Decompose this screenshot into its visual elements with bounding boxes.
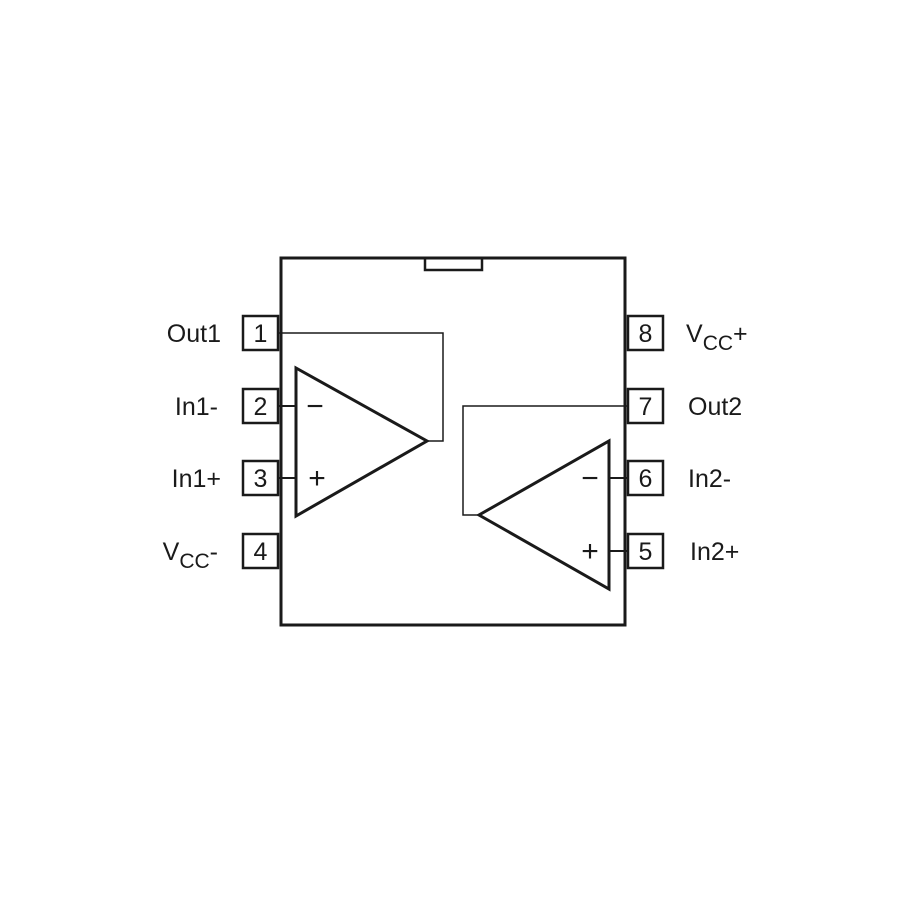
pin-5-number: 5 — [639, 538, 653, 566]
pin-6-label: In2- — [688, 465, 731, 493]
opamp-2-plus-sign: + — [581, 535, 599, 568]
pin-1-label: Out1 — [167, 320, 221, 348]
pin-8-number: 8 — [639, 320, 653, 348]
opamp-1-output-wire — [278, 332, 444, 442]
pin-8: 8 VCC+ — [626, 314, 748, 355]
opamp-1-minus-sign: − — [306, 390, 324, 423]
pin-5: 5 In2+ — [626, 532, 739, 570]
opamp-2: − + — [462, 405, 628, 592]
pin-8-label: VCC+ — [686, 320, 748, 355]
opamp-2-triangle — [475, 438, 611, 592]
pin-7-number: 7 — [639, 393, 653, 421]
pin-3-label: In1+ — [172, 465, 221, 493]
pin-1: 1 Out1 — [167, 314, 280, 352]
opamp-1-triangle — [294, 365, 431, 519]
pin-4-number: 4 — [254, 538, 268, 566]
pin-7-label: Out2 — [688, 393, 742, 421]
package-notch — [423, 256, 484, 272]
pin-6: 6 In2- — [626, 459, 731, 497]
pin-3-number: 3 — [254, 465, 268, 493]
pin-5-label: In2+ — [690, 538, 739, 566]
pin-7: 7 Out2 — [626, 387, 742, 425]
opamp-1-plus-sign: + — [308, 462, 326, 495]
pin-3: 3 In1+ — [172, 459, 280, 497]
pin-2-number: 2 — [254, 393, 268, 421]
opamp-2-output-wire — [462, 405, 628, 516]
pin-2: 2 In1- — [175, 387, 280, 425]
pin-4: 4 VCC- — [163, 532, 280, 573]
pin-2-label: In1- — [175, 393, 218, 421]
pin-4-label: VCC- — [163, 538, 218, 573]
pin-6-number: 6 — [639, 465, 653, 493]
opamp-1: − + — [278, 332, 444, 519]
pin-1-number: 1 — [254, 320, 268, 348]
opamp-2-minus-sign: − — [581, 462, 599, 495]
